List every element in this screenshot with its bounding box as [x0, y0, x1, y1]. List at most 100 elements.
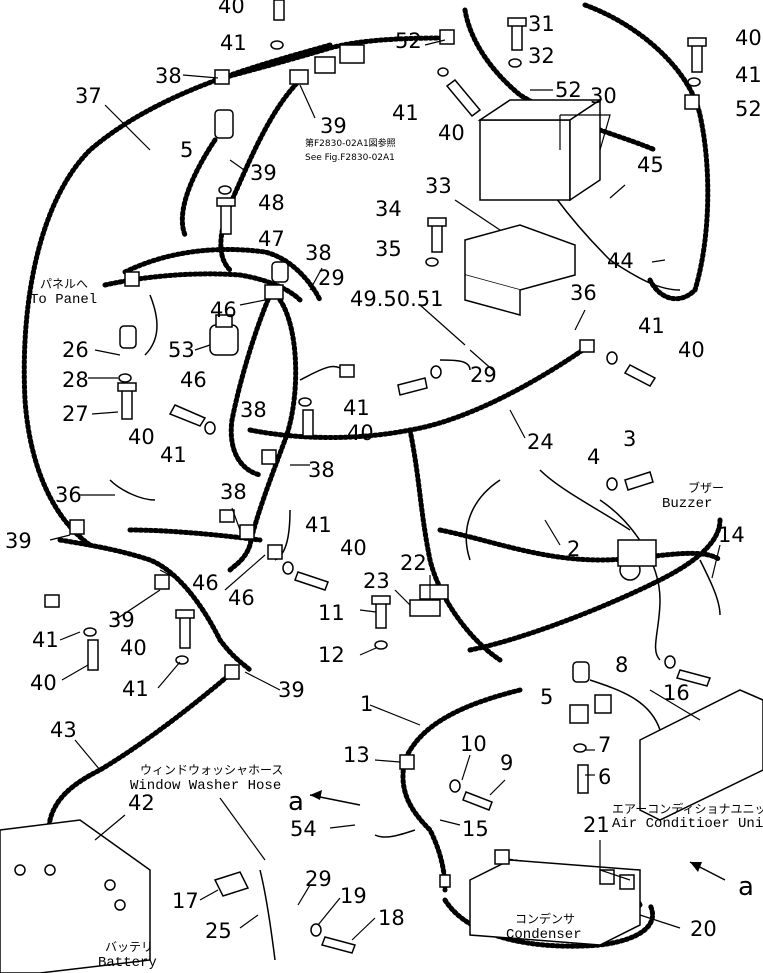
- callout: 46: [180, 368, 207, 392]
- callout: 2: [567, 537, 580, 561]
- callout: 54: [290, 817, 317, 841]
- callout: 41: [343, 396, 370, 420]
- callout: 41: [220, 31, 247, 55]
- air-conditioner-jp: エアーコンディショナユニット: [612, 801, 763, 816]
- arrow-a-right: a: [738, 872, 754, 902]
- callout: 38: [220, 480, 247, 504]
- connector-top: [339, 44, 365, 64]
- callout: 40: [735, 26, 762, 50]
- callout: 42: [128, 791, 155, 815]
- arrow-a-left: a: [288, 787, 304, 817]
- harness-upper-left: [212, 35, 448, 83]
- callout: 39: [278, 678, 305, 702]
- relay-53: [209, 324, 239, 356]
- callout: 38: [240, 398, 267, 422]
- callout: 41: [122, 677, 149, 701]
- callout: 29: [305, 867, 332, 891]
- callout: 12: [318, 643, 345, 667]
- callout: 52: [735, 97, 762, 121]
- harness-24-down: [407, 427, 503, 663]
- callout: 32: [528, 44, 555, 68]
- callout: 10: [460, 732, 487, 756]
- callout: 40: [120, 636, 147, 660]
- callout: 11: [318, 601, 345, 625]
- fig-ref-jp: 第F2830-02A1図参照: [305, 137, 396, 149]
- harness-to-panel: [102, 271, 303, 303]
- callout: 26: [62, 338, 89, 362]
- callout: 7: [598, 733, 611, 757]
- callout: 5: [180, 138, 193, 162]
- fig-ref-en: See Fig.F2830-02A1: [305, 153, 395, 163]
- callout: 5: [540, 685, 553, 709]
- battery: [0, 819, 151, 973]
- callout: 9: [500, 751, 513, 775]
- control-box: [479, 119, 571, 201]
- callout: 39: [108, 608, 135, 632]
- callout: 39: [320, 114, 347, 138]
- callout: 35: [375, 237, 402, 261]
- callout: 48: [258, 191, 285, 215]
- to-panel-jp: パネルへ: [40, 277, 88, 291]
- callout: 46: [210, 298, 237, 322]
- callout: 40: [347, 421, 374, 445]
- condenser-jp: コンデンサ: [515, 911, 575, 926]
- callout: 47: [258, 227, 285, 251]
- callout: 41: [160, 443, 187, 467]
- harness-1-b: [400, 687, 523, 893]
- callout: 15: [462, 817, 489, 841]
- callout: 4: [587, 445, 600, 469]
- callout: 40: [218, 0, 245, 18]
- callout: 52: [395, 29, 422, 53]
- callout: 22: [400, 551, 427, 575]
- callout-numbers: 40 41 38 37 5 39 39 48 47 52 31 32 52 41…: [5, 0, 762, 943]
- callout: 21: [583, 813, 610, 837]
- callout: 37: [75, 84, 102, 108]
- callout: 40: [678, 338, 705, 362]
- callout: 40: [340, 536, 367, 560]
- callout: 49.50.51: [350, 287, 444, 311]
- buzzer-jp: ブザー: [688, 480, 724, 495]
- callout: 27: [62, 402, 89, 426]
- callout: 24: [527, 430, 554, 454]
- callout: 28: [62, 368, 89, 392]
- callout: 17: [172, 889, 199, 913]
- harness-central-loop-2: [227, 297, 299, 573]
- callout: 41: [735, 63, 762, 87]
- callout: 40: [30, 671, 57, 695]
- callout: 23: [363, 569, 390, 593]
- callout: 39: [250, 161, 277, 185]
- buzzer-en: Buzzer: [662, 496, 712, 512]
- air-conditioner-en: Air Conditioer Unit: [612, 816, 763, 832]
- callout: 19: [340, 884, 367, 908]
- callout: 41: [32, 628, 59, 652]
- callout: 46: [228, 586, 255, 610]
- callout: 13: [343, 743, 370, 767]
- callout: 38: [155, 64, 182, 88]
- callout: 6: [598, 765, 611, 789]
- condenser: [469, 859, 641, 946]
- callout: 20: [690, 917, 717, 941]
- harness-39-lower: [179, 137, 218, 238]
- callout: 14: [718, 523, 745, 547]
- callout: 34: [375, 197, 402, 221]
- callout: 46: [192, 571, 219, 595]
- text-labels: パネルへ To Panel 第F2830-02A1図参照 See Fig.F28…: [30, 137, 763, 971]
- bolts: [87, 0, 711, 954]
- callout: 16: [663, 681, 690, 705]
- callout: 41: [638, 314, 665, 338]
- callout: 45: [637, 153, 664, 177]
- leader-lines: [49, 39, 721, 941]
- callout: 8: [615, 653, 628, 677]
- harness-left-lower: [57, 537, 253, 673]
- callout: 33: [425, 174, 452, 198]
- callout: 41: [392, 101, 419, 125]
- battery-en: Battery: [98, 955, 157, 971]
- washer-hose-en: Window Washer Hose: [130, 778, 281, 794]
- callout: 39: [5, 529, 32, 553]
- callout: 36: [570, 281, 597, 305]
- callout: 36: [55, 483, 82, 507]
- callout: 40: [128, 425, 155, 449]
- block-23: [409, 599, 441, 617]
- callout: 38: [308, 458, 335, 482]
